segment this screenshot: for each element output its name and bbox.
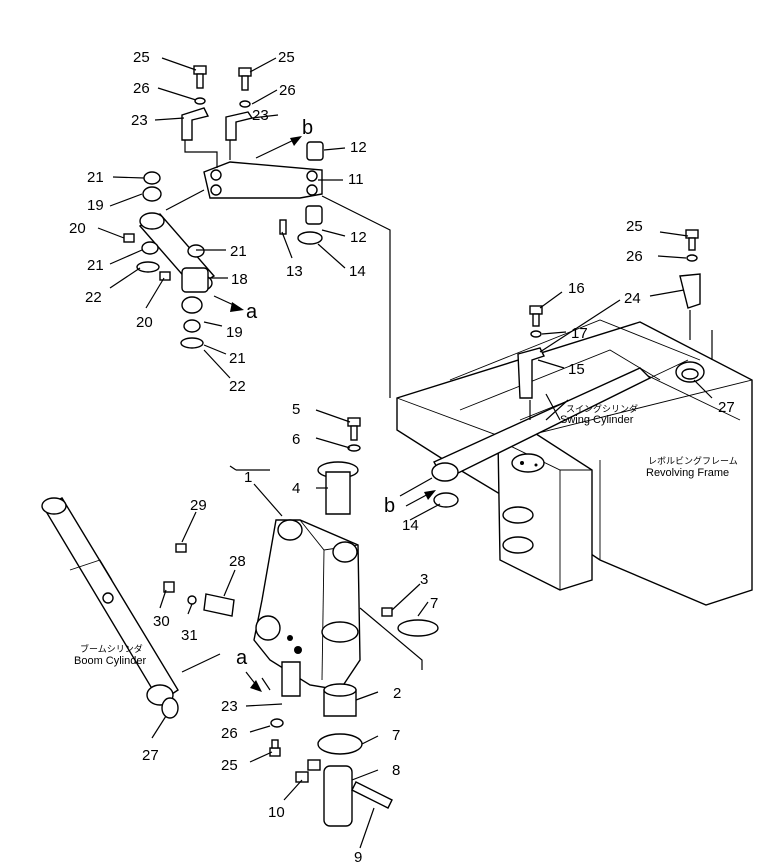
- callout-25: 25: [221, 757, 238, 774]
- callout-14: 14: [349, 263, 366, 280]
- callout-5: 5: [292, 401, 300, 418]
- callout-13: 13: [286, 263, 303, 280]
- callout-30: 30: [153, 613, 170, 630]
- callout-19: 19: [87, 197, 104, 214]
- callout-23: 23: [131, 112, 148, 129]
- callout-19: 19: [226, 324, 243, 341]
- callout-6: 6: [292, 431, 300, 448]
- letter-b: b: [384, 495, 395, 517]
- callout-12: 12: [350, 229, 367, 246]
- swing-cylinder-caption: Swing Cylinder: [560, 414, 634, 426]
- callout-21: 21: [229, 350, 246, 367]
- swing-bracket: [497, 429, 593, 591]
- boom-cylinder-caption: Boom Cylinder: [74, 655, 146, 667]
- callout-27: 27: [142, 747, 159, 764]
- callout-18: 18: [231, 271, 248, 288]
- revolving-frame-caption: Revolving Frame: [646, 467, 729, 479]
- callout-16: 16: [568, 280, 585, 297]
- callout-22: 22: [229, 378, 246, 395]
- leader-lines: [97, 57, 713, 849]
- callout-26: 26: [626, 248, 643, 265]
- callout-26: 26: [221, 725, 238, 742]
- callout-26: 26: [133, 80, 150, 97]
- callout-20: 20: [136, 314, 153, 331]
- callout-25: 25: [626, 218, 643, 235]
- callout-12: 12: [350, 139, 367, 156]
- callout-28: 28: [229, 553, 246, 570]
- callout-7: 7: [430, 595, 438, 612]
- callout-23: 23: [252, 107, 269, 124]
- callout-1: 1: [244, 469, 252, 486]
- link-part-11: [203, 161, 323, 199]
- callout-26: 26: [279, 82, 296, 99]
- letter-a: a: [236, 647, 248, 669]
- callout-22: 22: [85, 289, 102, 306]
- small-parts: [123, 65, 701, 827]
- callout-20: 20: [69, 220, 86, 237]
- callout-numbers: 25 25 26 26 23 23 12 11 21 19 20 12 21 2…: [69, 49, 735, 866]
- callout-14: 14: [402, 517, 419, 534]
- captions: スイングシリンダ Swing Cylinder レボルビングフレーム Revol…: [74, 403, 738, 667]
- callout-15: 15: [568, 361, 585, 378]
- direction-letters: b a b a: [236, 117, 395, 669]
- callout-25: 25: [278, 49, 295, 66]
- callout-21: 21: [230, 243, 247, 260]
- callout-21: 21: [87, 169, 104, 186]
- callout-23: 23: [221, 698, 238, 715]
- callout-24: 24: [624, 290, 641, 307]
- callout-7: 7: [392, 727, 400, 744]
- direction-arrows: [213, 136, 436, 692]
- boom-cylinder: [41, 497, 179, 706]
- callout-9: 9: [354, 849, 362, 863]
- callout-3: 3: [420, 571, 428, 588]
- revolving-frame-caption-jp: レボルビングフレーム: [648, 455, 738, 466]
- callout-27: 27: [718, 399, 735, 416]
- callout-10: 10: [268, 804, 285, 821]
- callout-17: 17: [571, 325, 588, 342]
- callout-8: 8: [392, 762, 400, 779]
- boom-cylinder-caption-jp: ブームシリンダ: [80, 643, 143, 654]
- callout-25: 25: [133, 49, 150, 66]
- callout-21: 21: [87, 257, 104, 274]
- callout-29: 29: [190, 497, 207, 514]
- letter-b: b: [302, 117, 313, 139]
- callout-4: 4: [292, 480, 300, 497]
- bracket-part-1: [253, 519, 361, 691]
- letter-a: a: [246, 301, 258, 323]
- callout-11: 11: [348, 171, 364, 188]
- swing-cylinder-caption-jp: スイングシリンダ: [566, 403, 638, 414]
- callout-2: 2: [393, 685, 401, 702]
- callout-31: 31: [181, 627, 198, 644]
